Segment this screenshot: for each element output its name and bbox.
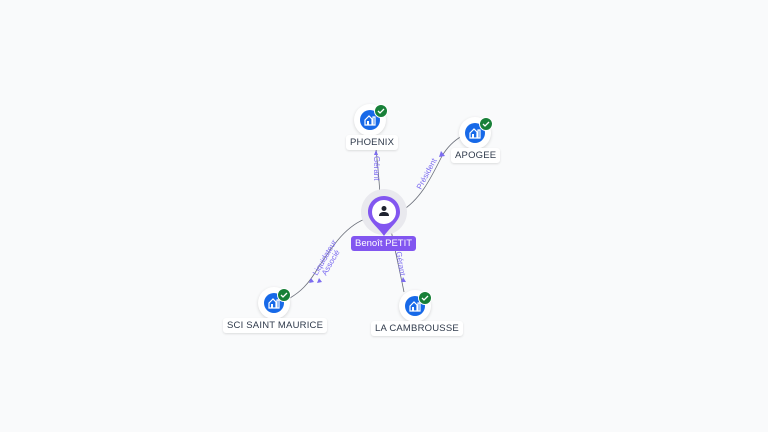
verified-check-icon <box>479 117 493 131</box>
node-label: SCI SAINT MAURICE <box>223 318 328 333</box>
verified-check-icon <box>418 291 432 305</box>
node-label: APOGEE <box>451 148 501 163</box>
verified-check-icon <box>374 104 388 118</box>
person-icon <box>379 206 389 216</box>
node-label: LA CAMBROUSSE <box>371 321 463 336</box>
edge-label-apogee: Président <box>415 156 439 191</box>
person-label: Benoît PETIT <box>351 236 417 251</box>
edge-label-phoenix: Gérant <box>372 156 381 181</box>
verified-check-icon <box>277 288 291 302</box>
node-label: PHOENIX <box>346 135 399 150</box>
edge-label-cambrousse: Gérant <box>394 251 407 277</box>
